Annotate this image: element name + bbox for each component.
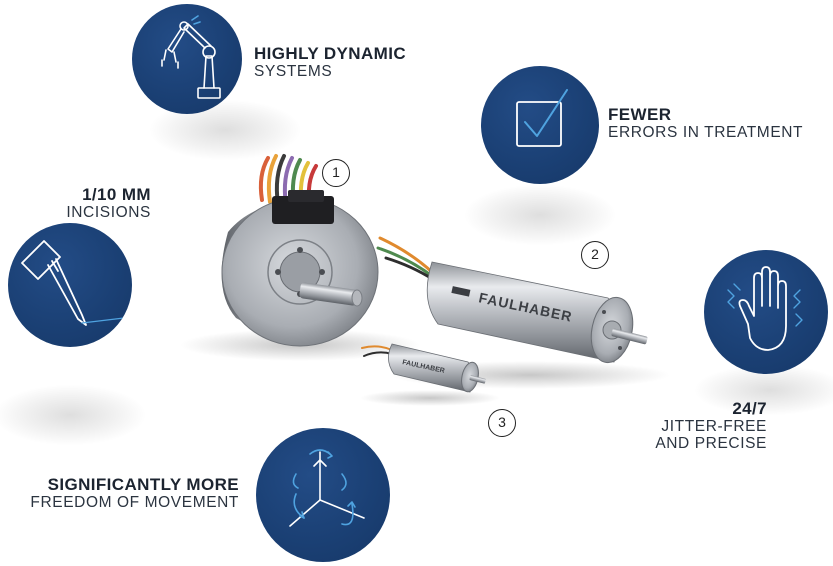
robot-feature-title: HIGHLY DYNAMIC [254,44,407,63]
scalpel-icon [21,240,132,326]
robot-feature-label: HIGHLY DYNAMIC SYSTEMS [254,44,406,80]
motor-1-number: 1 [322,159,350,187]
axes-feature-subtitle: FREEDOM OF MOVEMENT [30,494,239,512]
motor-2-body: FAULHABER [426,261,648,364]
robot-feature-subtitle: SYSTEMS [254,63,333,81]
hand-feature-subtitle: JITTER-FREE [661,418,767,436]
check-feature-title: FEWER [608,105,672,124]
check-feature-circle [481,66,599,184]
movement-axes-icon [289,449,365,527]
hand-feature-subtitle-2: AND PRECISE [655,435,767,453]
hand-feature-label: 24/7 JITTER-FREE AND PRECISE [655,399,767,453]
check-feature-subtitle: ERRORS IN TREATMENT [608,124,804,142]
hand-feature-title: 24/7 [732,399,767,418]
motor-2-number: 2 [581,241,609,269]
axes-feature-circle [256,428,390,562]
hand-feature-circle [704,250,828,374]
axes-feature-title: SIGNIFICANTLY MORE [47,475,239,494]
robot-feature-circle [132,4,242,114]
motor-3-shadow [360,390,500,406]
motor-1-body [221,190,379,347]
check-circle-shadow [465,185,615,245]
motor-2-wires [376,236,436,282]
hand-icon [727,266,803,351]
scalpel-feature-subtitle: INCISIONS [66,204,151,222]
scalpel-feature-label: 1/10 MM INCISIONS [66,185,151,221]
robot-arm-icon [161,15,221,99]
checkbox-icon [516,89,568,147]
scalpel-feature-title: 1/10 MM [82,185,151,204]
motor-3-body: FAULHABER [388,343,486,393]
motor-3-number: 3 [488,409,516,437]
scalpel-circle-shadow [0,385,145,445]
check-feature-label: FEWER ERRORS IN TREATMENT [608,105,803,141]
axes-feature-label: SIGNIFICANTLY MORE FREEDOM OF MOVEMENT [30,475,239,511]
scalpel-feature-circle [8,223,132,347]
